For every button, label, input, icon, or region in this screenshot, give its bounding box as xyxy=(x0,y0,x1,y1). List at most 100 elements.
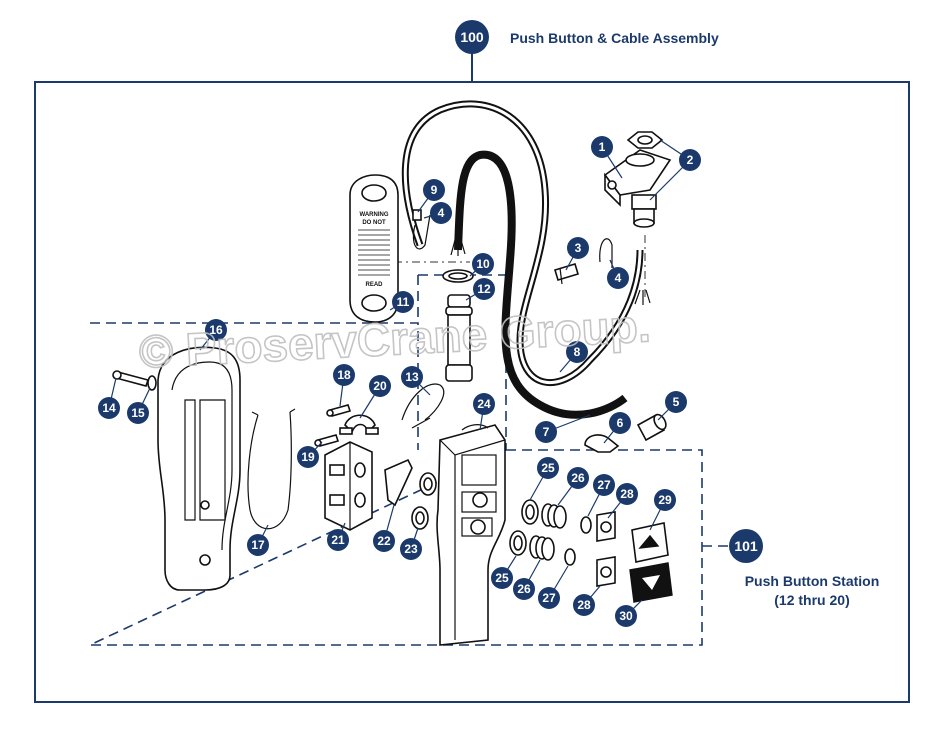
callout-28-lower: 28 xyxy=(573,594,595,616)
wire-ends xyxy=(450,239,651,305)
station-number: 101 xyxy=(734,538,758,554)
svg-text:10: 10 xyxy=(476,257,490,271)
callout-29: 29 xyxy=(654,489,676,511)
svg-text:7: 7 xyxy=(543,425,550,439)
button-down-30 xyxy=(629,562,673,603)
grommet-23 xyxy=(411,472,437,530)
callout-20: 20 xyxy=(369,375,391,397)
tag-warning-text: WARNING xyxy=(360,212,389,218)
washer-15 xyxy=(147,375,157,391)
svg-text:4: 4 xyxy=(438,206,445,220)
callout-9: 9 xyxy=(423,179,445,201)
svg-text:2: 2 xyxy=(687,153,694,167)
cable-8 xyxy=(401,100,644,387)
tag-donot-text: DO NOT xyxy=(362,220,386,226)
hook-4-right xyxy=(599,238,613,268)
svg-text:21: 21 xyxy=(331,533,345,547)
svg-text:13: 13 xyxy=(405,370,419,384)
callout-12: 12 xyxy=(473,278,495,300)
callout-6: 6 xyxy=(609,412,631,434)
clamp-20 xyxy=(339,414,379,435)
callout-8: 8 xyxy=(566,341,588,363)
callout-19: 19 xyxy=(297,446,319,468)
callout-3: 3 xyxy=(567,237,589,259)
svg-text:25: 25 xyxy=(541,461,555,475)
callout-23: 23 xyxy=(400,538,422,560)
svg-text:23: 23 xyxy=(404,542,418,556)
callout-25-lower: 25 xyxy=(491,567,513,589)
svg-text:5: 5 xyxy=(673,395,680,409)
callout-17: 17 xyxy=(247,534,269,556)
button-stack-lower xyxy=(509,530,616,587)
svg-text:18: 18 xyxy=(337,368,351,382)
callout-30: 30 xyxy=(615,605,637,627)
callout-5: 5 xyxy=(665,391,687,413)
callout-7: 7 xyxy=(535,421,557,443)
svg-text:8: 8 xyxy=(574,345,581,359)
callout-18: 18 xyxy=(333,364,355,386)
svg-text:27: 27 xyxy=(542,591,556,605)
assembly-number: 100 xyxy=(460,29,484,45)
assembly-callout: 100 xyxy=(455,20,489,54)
actuator-22 xyxy=(384,458,413,507)
callout-27-upper: 27 xyxy=(593,474,615,496)
svg-text:11: 11 xyxy=(397,295,410,309)
station-subtitle: (12 thru 20) xyxy=(774,592,849,608)
svg-text:20: 20 xyxy=(373,379,387,393)
callout-27-lower: 27 xyxy=(538,587,560,609)
svg-text:12: 12 xyxy=(477,282,491,296)
svg-text:6: 6 xyxy=(617,416,624,430)
callout-11: 11 xyxy=(392,291,414,313)
button-stack-upper xyxy=(521,499,616,542)
svg-text:15: 15 xyxy=(131,406,145,420)
station-callout: 101 xyxy=(729,529,763,563)
svg-text:29: 29 xyxy=(658,493,672,507)
tag-read-text: READ xyxy=(365,282,383,288)
callout-14: 14 xyxy=(98,397,120,419)
svg-text:19: 19 xyxy=(301,450,315,464)
callout-25-upper: 25 xyxy=(537,457,559,479)
wire-loop-13 xyxy=(401,383,445,429)
callout-16: 16 xyxy=(205,319,227,341)
callout-22: 22 xyxy=(373,530,395,552)
plug-5 xyxy=(636,413,667,442)
handle-body-24 xyxy=(436,424,506,646)
callouts: 1 2 3 4 4 5 6 7 8 9 10 11 12 13 14 15 16… xyxy=(98,136,701,627)
callout-21: 21 xyxy=(327,529,349,551)
callout-13: 13 xyxy=(401,366,423,388)
bolt-14 xyxy=(112,370,150,387)
button-up-29 xyxy=(631,522,669,563)
svg-text:1: 1 xyxy=(599,140,606,154)
callout-2: 2 xyxy=(679,149,701,171)
callout-4-right: 4 xyxy=(607,267,629,289)
contact-block-21 xyxy=(324,441,373,531)
shell-16 xyxy=(157,346,241,591)
callout-4-left: 4 xyxy=(430,202,452,224)
nut-2 xyxy=(626,131,664,149)
ring-10 xyxy=(442,269,474,283)
svg-text:25: 25 xyxy=(495,571,509,585)
warning-tag-11: WARNING DO NOT READ xyxy=(349,174,399,323)
callout-26-lower: 26 xyxy=(513,578,535,600)
svg-text:14: 14 xyxy=(102,401,116,415)
screw-19 xyxy=(314,434,340,447)
svg-text:26: 26 xyxy=(571,471,585,485)
bracket-1 xyxy=(603,149,672,207)
callout-1: 1 xyxy=(591,136,613,158)
svg-text:24: 24 xyxy=(477,397,491,411)
hook-4-left xyxy=(412,209,431,250)
gland-2 xyxy=(631,194,657,228)
clip-3 xyxy=(554,263,579,285)
station-title: Push Button Station xyxy=(745,573,880,589)
callout-28-upper: 28 xyxy=(616,483,638,505)
svg-text:28: 28 xyxy=(577,598,591,612)
svg-text:28: 28 xyxy=(620,487,634,501)
callout-24: 24 xyxy=(473,393,495,415)
svg-text:9: 9 xyxy=(431,183,438,197)
clamp-6 xyxy=(584,434,620,453)
svg-text:4: 4 xyxy=(615,271,622,285)
strain-relief-12 xyxy=(445,294,473,382)
svg-text:27: 27 xyxy=(597,478,611,492)
cable-7 xyxy=(454,150,628,419)
